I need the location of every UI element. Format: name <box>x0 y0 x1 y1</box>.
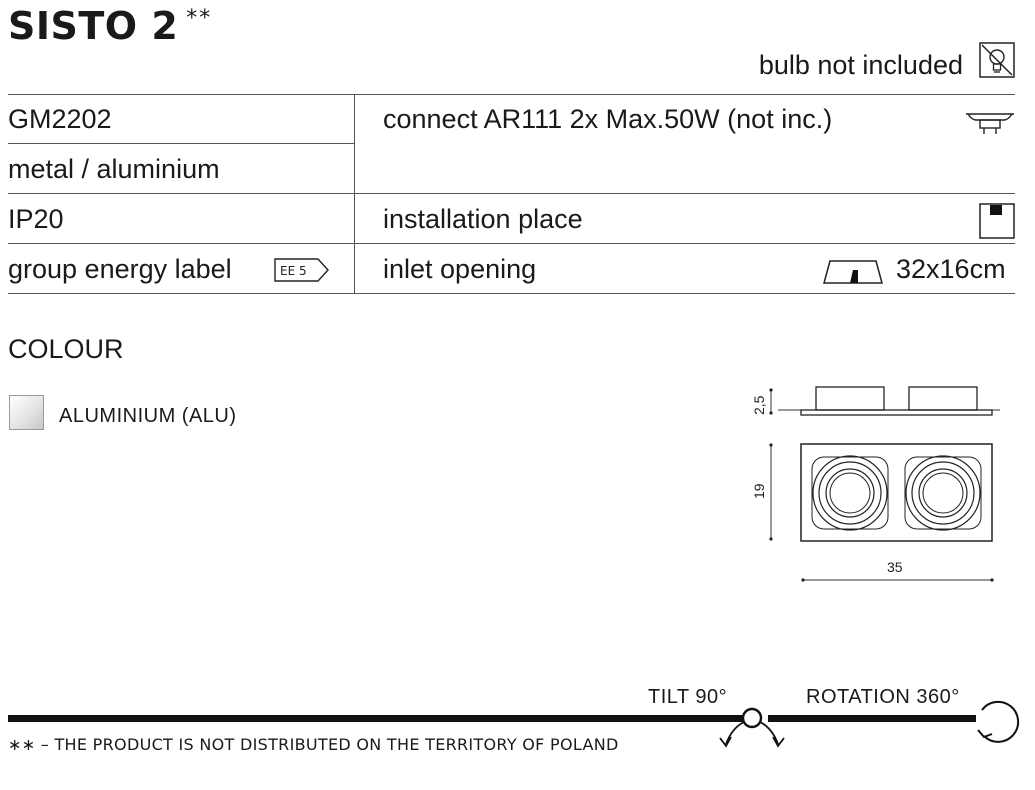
energy-label-text: group energy label <box>8 254 232 284</box>
distribution-footnote: ∗∗ – THE PRODUCT IS NOT DISTRIBUTED ON T… <box>8 735 619 754</box>
material: metal / aluminium <box>8 154 220 184</box>
table-rule-2 <box>8 193 1015 194</box>
inlet-size: 32x16cm <box>896 254 1006 284</box>
installation-place: installation place <box>383 204 583 234</box>
product-title: SISTO 2 ** <box>8 4 212 48</box>
ip-rating: IP20 <box>8 204 64 234</box>
technical-drawing: 2,5 19 35 <box>751 386 1000 582</box>
connection-spec: connect AR111 2x Max.50W (not inc.) <box>383 104 833 134</box>
ar111-lamp-icon <box>966 113 1014 134</box>
rotation-icon <box>977 700 1020 743</box>
height-dimension: 2,5 <box>751 395 767 415</box>
product-code: GM2202 <box>8 104 112 134</box>
table-rule-3 <box>8 243 1015 244</box>
bottom-rule <box>8 715 748 722</box>
inlet-opening-label: inlet opening <box>383 254 537 284</box>
product-name: SISTO 2 <box>8 4 179 48</box>
table-rule-bottom <box>8 293 1015 294</box>
table-divider <box>354 94 355 294</box>
rotation-label: ROTATION 360° <box>806 686 960 708</box>
tilt-label: TILT 90° <box>648 686 728 708</box>
bulb-not-included-note: bulb not included <box>758 50 963 80</box>
title-asterisks: ** <box>186 6 213 31</box>
table-rule-1 <box>8 143 354 144</box>
depth-dimension: 19 <box>751 483 767 499</box>
bottom-rule-right <box>768 715 976 722</box>
no-bulb-icon <box>979 42 1015 78</box>
energy-badge-text: EE 5 <box>280 264 307 278</box>
energy-class-badge: EE 5 <box>274 258 329 282</box>
colour-label: ALUMINIUM (ALU) <box>59 405 237 427</box>
width-dimension: 35 <box>887 559 903 575</box>
colour-heading: COLOUR <box>8 334 124 364</box>
tilt-icon <box>719 707 785 748</box>
ceiling-installation-icon <box>979 203 1015 239</box>
aluminium-swatch <box>9 395 44 430</box>
inlet-opening-icon <box>823 260 883 284</box>
table-rule-top <box>8 94 1015 95</box>
